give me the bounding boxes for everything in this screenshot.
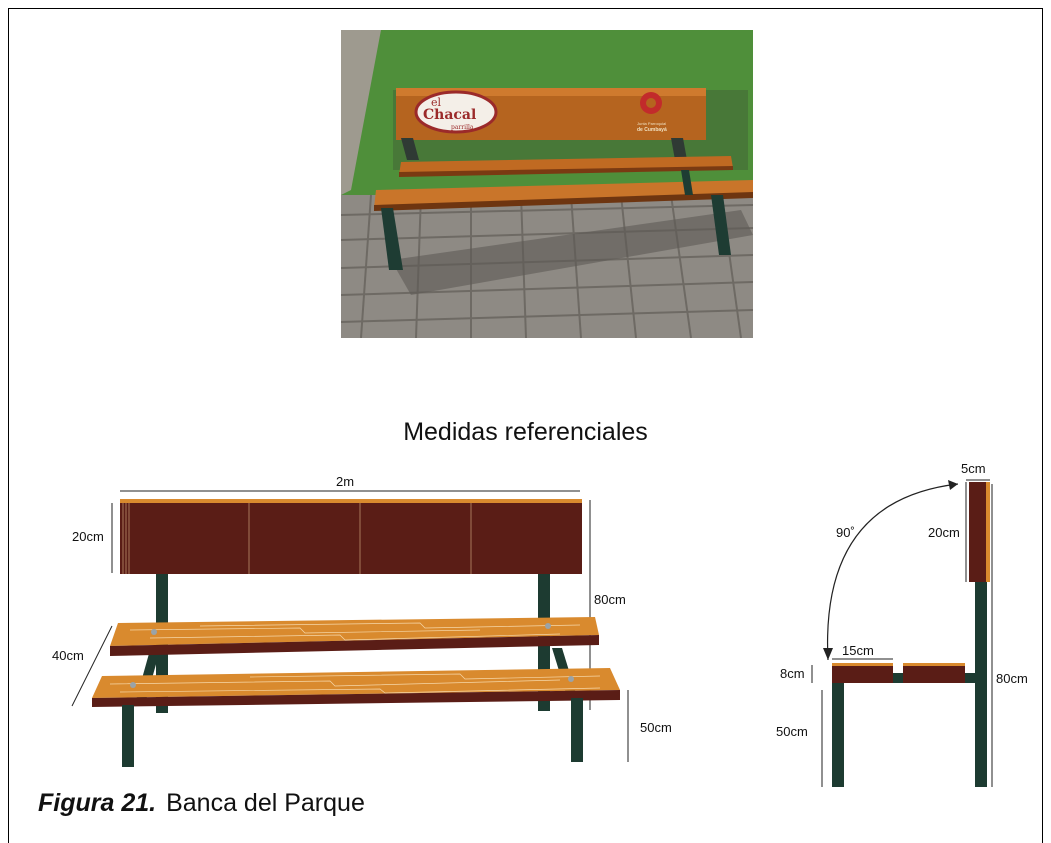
side-dim-total-height: 80cm xyxy=(996,671,1028,686)
figure-title: Banca del Parque xyxy=(166,789,365,817)
dim-seat-height: 50cm xyxy=(640,720,672,735)
dim-backrest-height: 20cm xyxy=(72,529,104,544)
sign-partner-line2: de Cumbayá xyxy=(637,127,667,133)
figure-label: Figura 21. xyxy=(38,789,157,817)
side-dim-backrest-height: 20cm xyxy=(928,525,960,540)
dim-total-height: 80cm xyxy=(594,592,626,607)
sign-brand-sub: parrilla xyxy=(451,124,474,131)
sign-brand-top: el xyxy=(431,96,442,109)
section-heading: Medidas referenciales xyxy=(403,418,648,446)
side-dim-seat-height: 50cm xyxy=(776,724,808,739)
sign-brand-main: Chacal xyxy=(423,107,476,123)
side-dim-backrest-thickness: 5cm xyxy=(961,461,986,476)
front-view: 2m 20cm 80cm 50cm 40cm xyxy=(52,474,672,767)
side-view: 5cm 20cm 90˚ 15cm 8cm 80cm 50cm xyxy=(776,461,1028,787)
bench-photo: el Chacal parrilla Junta Parroquial de C… xyxy=(341,30,753,338)
dim-width: 2m xyxy=(336,474,354,489)
figure-caption: Figura 21. Banca del Parque xyxy=(38,789,365,818)
side-dim-angle: 90˚ xyxy=(836,525,855,540)
side-dim-slat-thickness: 8cm xyxy=(780,666,805,681)
side-dim-slat-width: 15cm xyxy=(842,643,874,658)
page-frame xyxy=(8,8,1043,843)
sign-partner-line1: Junta Parroquial xyxy=(637,121,666,126)
dim-depth: 40cm xyxy=(52,648,84,663)
